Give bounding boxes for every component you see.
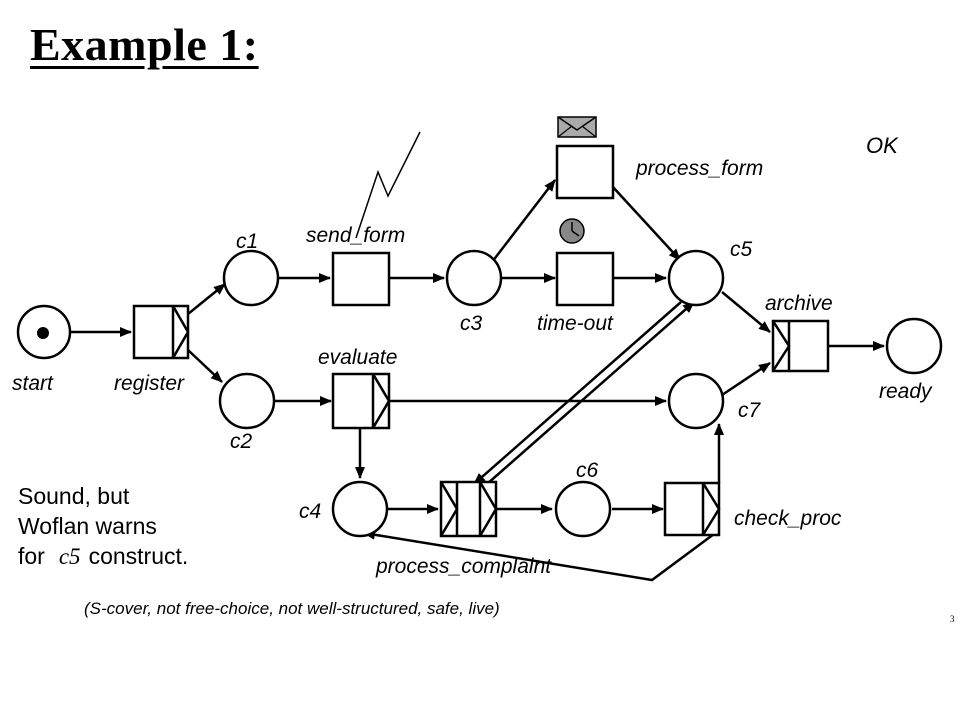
transition-time_out — [555, 251, 615, 307]
transition-archive — [771, 319, 830, 373]
transitions — [132, 144, 830, 538]
transition-register — [132, 304, 190, 360]
transition-label-process_form: process_form — [635, 157, 763, 180]
transition-check_proc — [663, 481, 721, 537]
split-marker — [701, 482, 721, 536]
split-marker — [371, 373, 391, 429]
join-marker — [439, 481, 459, 537]
clock-icon — [559, 218, 585, 244]
arc-c7-archive — [721, 361, 771, 397]
place-c1 — [222, 249, 280, 307]
arc-register-c2 — [187, 349, 223, 383]
place-c6 — [554, 480, 612, 538]
place-c2 — [218, 372, 276, 430]
place-c4 — [331, 480, 389, 538]
arc-c3-process_form — [491, 179, 556, 263]
arc-c5-archive — [721, 291, 771, 333]
place-label-start: start — [12, 372, 54, 395]
place-ready — [885, 317, 943, 375]
properties-note: (S-cover, not free-choice, not well-stru… — [84, 599, 500, 618]
transition-send_form — [331, 251, 391, 307]
transition-label-time_out: time-out — [537, 312, 614, 335]
transition-label-register: register — [114, 372, 185, 395]
place-label-c6: c6 — [576, 459, 599, 482]
transition-process_form — [555, 144, 615, 200]
place-c3 — [445, 249, 503, 307]
place-c5 — [667, 249, 725, 307]
place-label-c1: c1 — [236, 230, 258, 253]
arcs — [70, 179, 885, 582]
envelope-icon — [557, 116, 597, 138]
place-label-ready: ready — [879, 380, 933, 403]
transition-label-process_complaint: process_complaint — [375, 555, 552, 578]
arc-process_complaint-c5 — [486, 301, 695, 485]
join-marker — [771, 320, 791, 372]
places — [16, 249, 943, 538]
page-number: 3 — [950, 614, 955, 624]
arc-process_form-c5 — [611, 185, 681, 261]
place-label-c3: c3 — [460, 312, 483, 335]
transition-label-evaluate: evaluate — [318, 346, 397, 369]
slide-title: Example 1: — [30, 19, 259, 70]
place-label-c7: c7 — [738, 399, 762, 422]
split-marker — [171, 305, 190, 359]
labels: OK start register c1 c2 send_form c3 pro… — [12, 133, 933, 578]
arc-c5-process_complaint — [473, 301, 682, 485]
transition-label-send_form: send_form — [306, 224, 405, 247]
transition-label-archive: archive — [765, 292, 833, 315]
place-label-c2: c2 — [230, 430, 253, 453]
note-line-1: Sound, but — [18, 483, 130, 509]
arc-register-c1 — [187, 283, 226, 315]
place-label-c5: c5 — [730, 238, 753, 261]
token — [37, 327, 49, 339]
split-marker — [478, 481, 498, 537]
place-label-c4: c4 — [299, 500, 321, 523]
status-ok-label: OK — [866, 133, 899, 158]
arc-check_proc-c4 — [363, 529, 715, 582]
note-line-2: Woflan warns — [18, 513, 157, 539]
transition-evaluate — [331, 372, 391, 430]
lightning-icon — [355, 131, 421, 239]
transition-process_complaint — [439, 480, 498, 538]
transition-label-check_proc: check_proc — [734, 507, 842, 530]
place-c7 — [667, 372, 725, 430]
